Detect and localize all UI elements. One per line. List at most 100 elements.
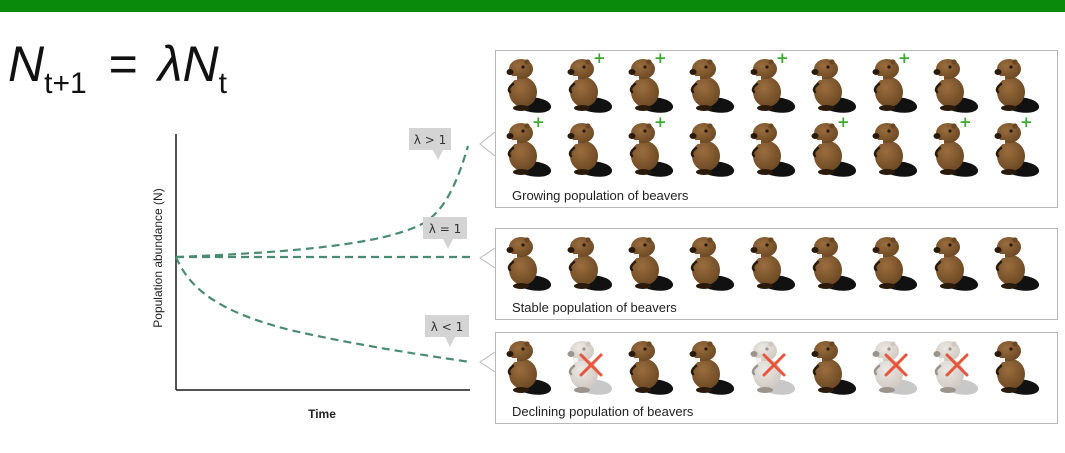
beaver-row: [501, 232, 1051, 294]
panel-stable: Stable population of beavers: [495, 228, 1058, 320]
lambda-text-growing: λ > 1: [414, 133, 446, 147]
beaver-normal: [867, 232, 919, 294]
beaver-new: +: [501, 113, 553, 180]
panel-caption-declining: Declining population of beavers: [512, 404, 694, 419]
beaver-icon: [628, 237, 674, 291]
beaver-icon: [628, 341, 674, 395]
lambda-text-declining: λ < 1: [431, 320, 463, 334]
plus-icon: +: [837, 113, 850, 131]
pointer-declining: [479, 351, 496, 373]
beaver-icon: [628, 123, 674, 177]
beaver-icon: [689, 341, 735, 395]
beaver-new: +: [928, 113, 980, 180]
beaver-normal: [989, 336, 1041, 398]
beaver-normal: [928, 54, 980, 116]
beaver-icon: [872, 59, 918, 113]
curve-growing: [175, 145, 470, 259]
beaver-icon: [506, 341, 552, 395]
beaver-normal: [928, 232, 980, 294]
beaver-dead: [745, 336, 797, 398]
beaver-normal: [623, 232, 675, 294]
beaver-icon: [506, 237, 552, 291]
beaver-row: + +: [501, 113, 1051, 180]
equation-rhs-base: λN: [157, 36, 219, 92]
beaver-icon: [811, 59, 857, 113]
beaver-new: +: [623, 49, 675, 116]
x-axis-label: Time: [308, 407, 336, 421]
beaver-icon: [933, 123, 979, 177]
beaver-icon: [567, 237, 613, 291]
beaver-icon: [567, 123, 613, 177]
beaver-icon: [994, 123, 1040, 177]
plus-icon: +: [654, 113, 667, 131]
lambda-label-growing: λ > 1: [409, 128, 451, 160]
equation-lhs-base: N: [8, 36, 45, 92]
pointer-growing: [479, 131, 496, 157]
equation-lhs-subscript: t+1: [44, 67, 87, 100]
beaver-icon: [750, 59, 796, 113]
cross-icon: [883, 352, 909, 378]
beaver-icon: [994, 237, 1040, 291]
lambda-text-stable: λ = 1: [429, 222, 461, 236]
beaver-normal: [806, 336, 858, 398]
beaver-normal: [501, 54, 553, 116]
beaver-normal: [989, 54, 1041, 116]
beaver-icon: [811, 341, 857, 395]
beaver-normal: [806, 232, 858, 294]
beaver-new: +: [745, 49, 797, 116]
beaver-new: +: [562, 49, 614, 116]
lambda-label-declining: λ < 1: [425, 315, 469, 347]
beaver-icon: [811, 123, 857, 177]
beaver-new: +: [806, 113, 858, 180]
beaver-icon: [506, 123, 552, 177]
beaver-normal: [623, 336, 675, 398]
beaver-normal: [562, 118, 614, 180]
beaver-normal: [684, 232, 736, 294]
beaver-normal: [989, 232, 1041, 294]
beaver-icon: [750, 123, 796, 177]
beaver-normal: [501, 336, 553, 398]
panel-caption-growing: Growing population of beavers: [512, 188, 689, 203]
beaver-normal: [867, 118, 919, 180]
beaver-row: [501, 336, 1051, 398]
beaver-icon: [567, 59, 613, 113]
lambda-label-stable: λ = 1: [423, 217, 467, 249]
panel-caption-stable: Stable population of beavers: [512, 300, 677, 315]
beaver-icon: [689, 237, 735, 291]
beaver-normal: [562, 232, 614, 294]
growth-equation: Nt+1=λNt: [8, 34, 227, 99]
beaver-icon: [750, 237, 796, 291]
beaver-normal: [745, 118, 797, 180]
beaver-normal: [684, 118, 736, 180]
plus-icon: +: [776, 49, 789, 67]
beaver-icon: [811, 237, 857, 291]
beaver-new: +: [867, 49, 919, 116]
y-axis-label: Population abundance (N): [151, 188, 165, 327]
beaver-icon: [933, 59, 979, 113]
cross-icon: [578, 352, 604, 378]
beaver-icon: [872, 237, 918, 291]
beaver-icon: [506, 59, 552, 113]
beaver-new: +: [989, 113, 1041, 180]
beaver-new: +: [623, 113, 675, 180]
beaver-icon: [994, 59, 1040, 113]
panel-growing: + + +: [495, 49, 1058, 208]
beaver-row: + + +: [501, 49, 1051, 116]
beaver-icon: [994, 341, 1040, 395]
beaver-icon: [933, 237, 979, 291]
top-bar: [0, 0, 1065, 12]
beaver-dead: [928, 336, 980, 398]
equation-equals: =: [108, 36, 138, 92]
beaver-normal: [501, 232, 553, 294]
curve-declining: [174, 256, 471, 364]
cross-icon: [944, 352, 970, 378]
beaver-normal: [745, 232, 797, 294]
beaver-icon: [689, 59, 735, 113]
beaver-icon: [628, 59, 674, 113]
pointer-stable: [479, 247, 496, 269]
cross-icon: [761, 352, 787, 378]
beaver-dead: [867, 336, 919, 398]
plus-icon: +: [1020, 113, 1033, 131]
beaver-icon: [689, 123, 735, 177]
